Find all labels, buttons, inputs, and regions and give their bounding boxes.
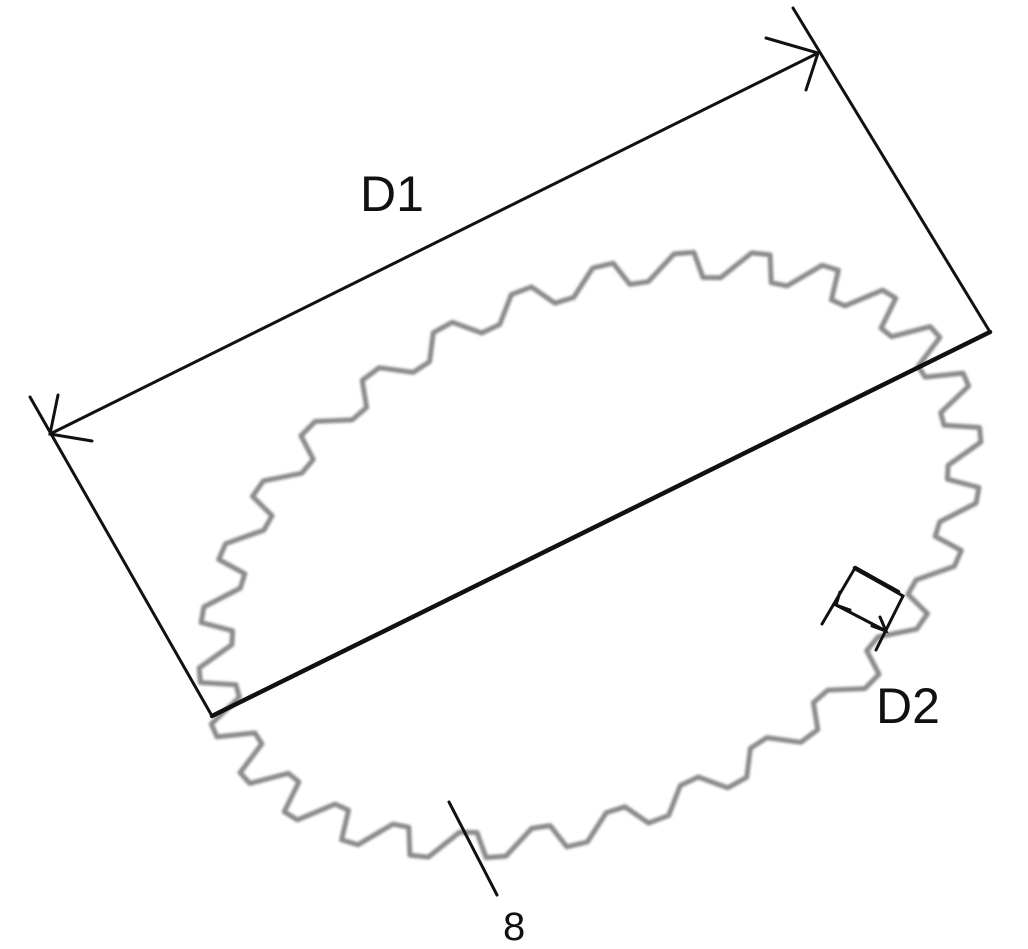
- chord-line: [209, 329, 993, 719]
- d1-arrowhead-left: [48, 393, 94, 443]
- d2-arrowhead-start: [834, 590, 852, 612]
- d2-bracket: [820, 565, 905, 652]
- d2-label: D2: [876, 678, 940, 734]
- extension-line-left: [28, 395, 214, 718]
- d2-arrowhead-end: [870, 615, 889, 634]
- reference-numeral-label: 8: [503, 905, 525, 949]
- serrated-gear-outline: [196, 249, 984, 861]
- d1-label: D1: [360, 166, 424, 222]
- d1-arrowhead-right: [764, 36, 820, 92]
- extension-line-right: [791, 6, 992, 334]
- d2-tooth-tip-line: [852, 565, 901, 595]
- d1-dimension-line: [48, 51, 820, 436]
- reference-leader-line: [447, 800, 499, 897]
